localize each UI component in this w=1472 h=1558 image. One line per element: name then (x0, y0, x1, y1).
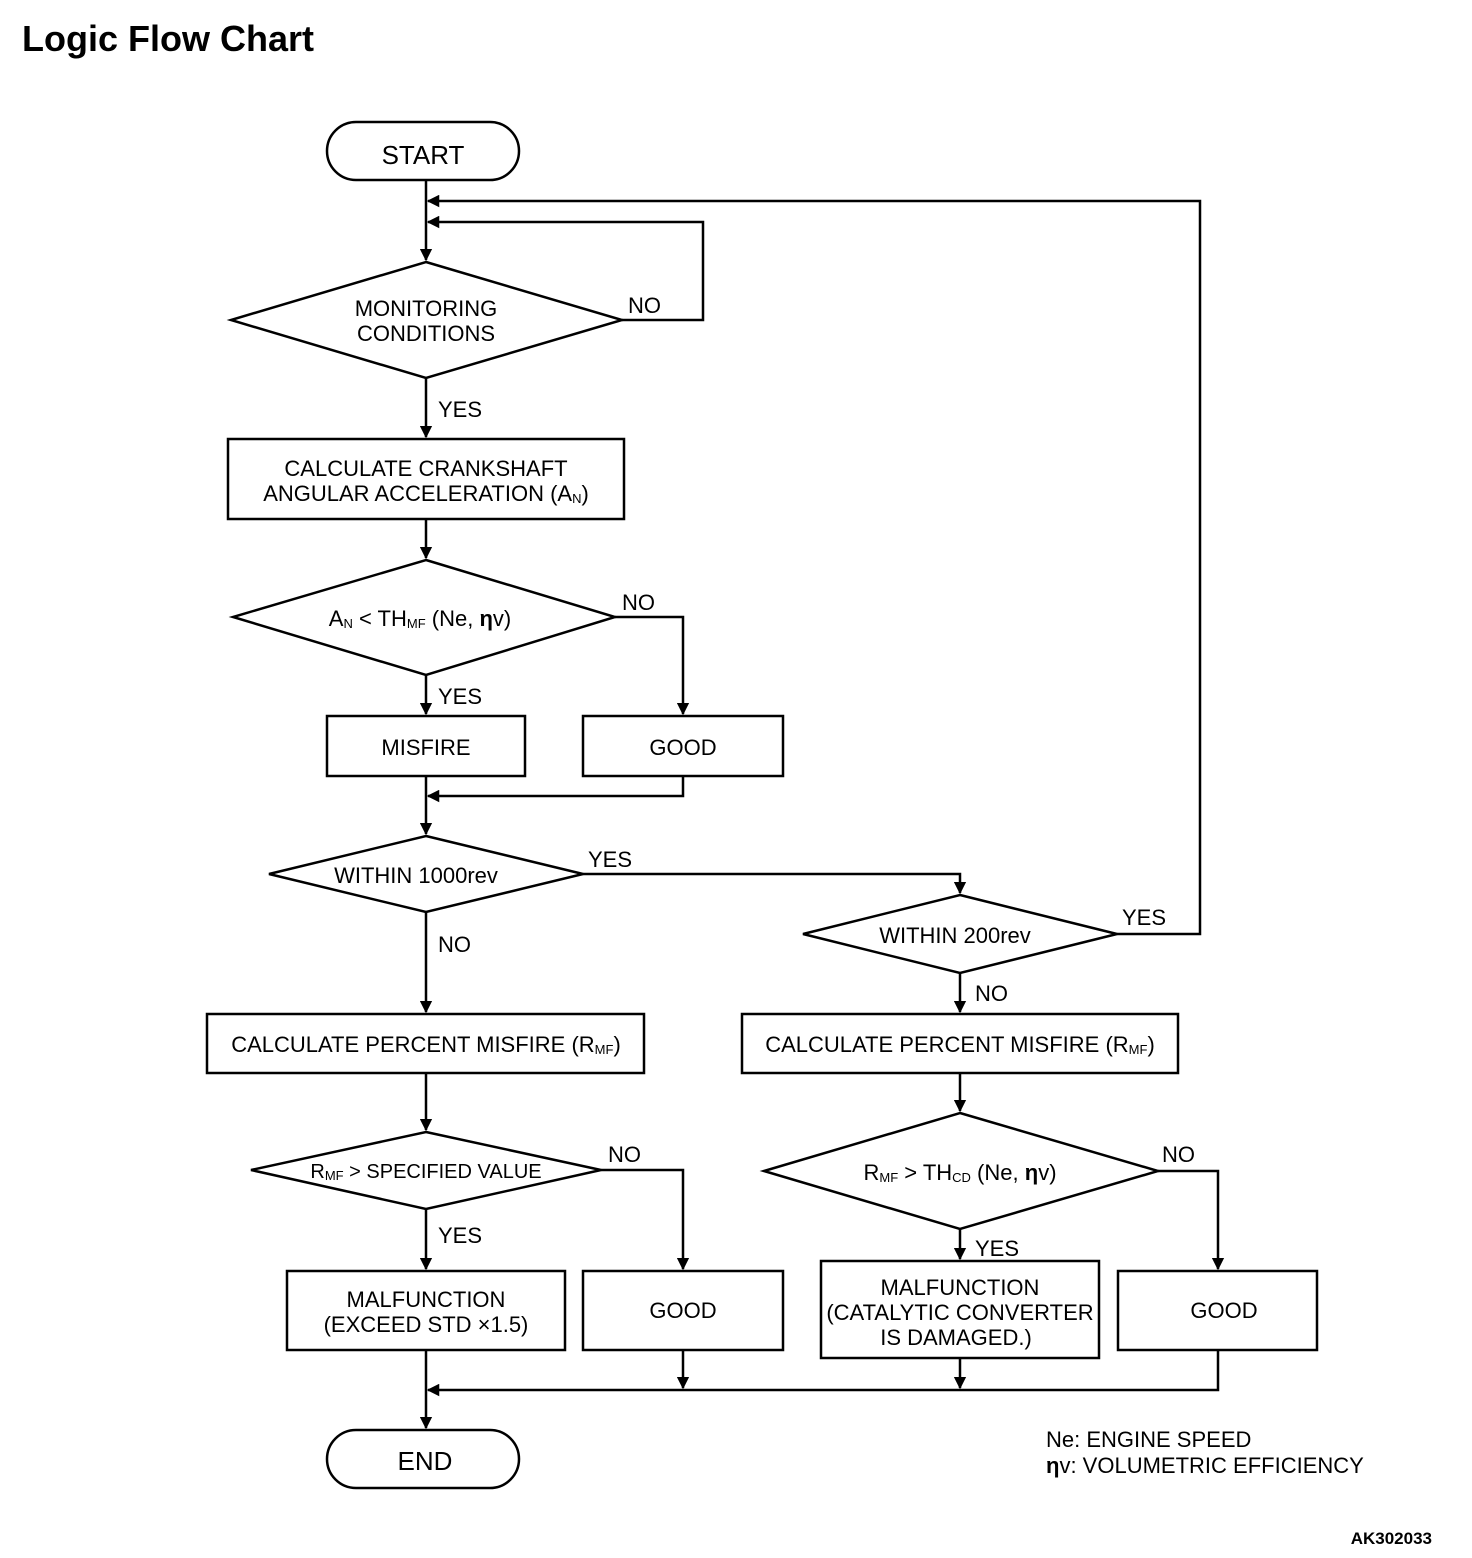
within-1000rev-label: WITHIN 1000rev (334, 863, 498, 888)
branch-no-monitoring: NO (628, 293, 661, 318)
monitoring-label-line2: CONDITIONS (357, 321, 495, 346)
branch-yes-monitoring: YES (438, 397, 482, 422)
connectors (419, 180, 1225, 1430)
malfunction-box-catalyst (819, 1259, 1101, 1360)
branch-yes-200rev: YES (1122, 905, 1166, 930)
branch-no-200rev: NO (975, 981, 1008, 1006)
calc-percent-misfire-box-left (205, 1012, 646, 1075)
good-label-1: GOOD (649, 735, 716, 760)
end-label: END (398, 1446, 453, 1476)
acceleration-threshold-label: AN < THMF (Ne, ηv) (329, 606, 511, 631)
branch-yes-spec: YES (438, 1223, 482, 1248)
end-terminal (325, 1428, 521, 1490)
connector-bottom-merge (426, 1350, 1220, 1397)
legend-volumetric-efficiency: ηv: VOLUMETRIC EFFICIENCY (1046, 1453, 1364, 1478)
malfunction-left-line1: MALFUNCTION (347, 1287, 506, 1312)
connector-1000rev-yes-to-200rev (583, 872, 967, 895)
branch-no-threshold: NO (622, 590, 655, 615)
specified-value-label: RMF > SPECIFIED VALUE (310, 1161, 541, 1183)
calc-accel-label-line1: CALCULATE CRANKSHAFT (284, 456, 567, 481)
connector-catalyst-no (1158, 1169, 1225, 1271)
within-200rev-label: WITHIN 200rev (879, 923, 1031, 948)
calc-percent-misfire-box-right (740, 1012, 1180, 1075)
calc-angular-acceleration-box (226, 437, 626, 521)
good-box-3 (1116, 1269, 1319, 1352)
malfunction-left-line2: (EXCEED STD ×1.5) (324, 1312, 529, 1337)
page-title: Logic Flow Chart (22, 18, 314, 59)
branch-yes-threshold: YES (438, 684, 482, 709)
good-box-2 (581, 1269, 785, 1352)
misfire-label: MISFIRE (381, 735, 470, 760)
good-label-2: GOOD (649, 1298, 716, 1323)
branch-yes-catalyst: YES (975, 1236, 1019, 1261)
start-label: START (382, 140, 465, 170)
connector-200rev-yes-loop (426, 194, 1202, 936)
monitoring-label-line1: MONITORING (355, 296, 498, 321)
malfunction-catalyst-line3: IS DAMAGED.) (880, 1325, 1032, 1350)
reference-code: AK302033 (1351, 1529, 1432, 1548)
connector-good-merge (426, 776, 685, 803)
branch-no-catalyst: NO (1162, 1142, 1195, 1167)
connector-threshold-to-good (615, 615, 690, 716)
connector-spec-no (601, 1168, 690, 1271)
branch-no-1000rev: NO (438, 932, 471, 957)
malfunction-catalyst-line1: MALFUNCTION (881, 1275, 1040, 1300)
catalyst-threshold-label: RMF > THCD (Ne, ηv) (863, 1160, 1056, 1185)
legend-engine-speed: Ne: ENGINE SPEED (1046, 1427, 1251, 1452)
branch-yes-1000rev: YES (588, 847, 632, 872)
calc-percent-label-left: CALCULATE PERCENT MISFIRE (RMF) (231, 1032, 621, 1057)
good-label-3: GOOD (1190, 1298, 1257, 1323)
connector-monitoring-no-loop (426, 215, 705, 322)
branch-no-spec: NO (608, 1142, 641, 1167)
calc-accel-label-line2: ANGULAR ACCELERATION (AN) (263, 481, 589, 506)
misfire-box (325, 714, 527, 778)
calc-percent-label-right: CALCULATE PERCENT MISFIRE (RMF) (765, 1032, 1155, 1057)
malfunction-catalyst-line2: (CATALYTIC CONVERTER (826, 1300, 1093, 1325)
start-terminal (325, 120, 521, 182)
